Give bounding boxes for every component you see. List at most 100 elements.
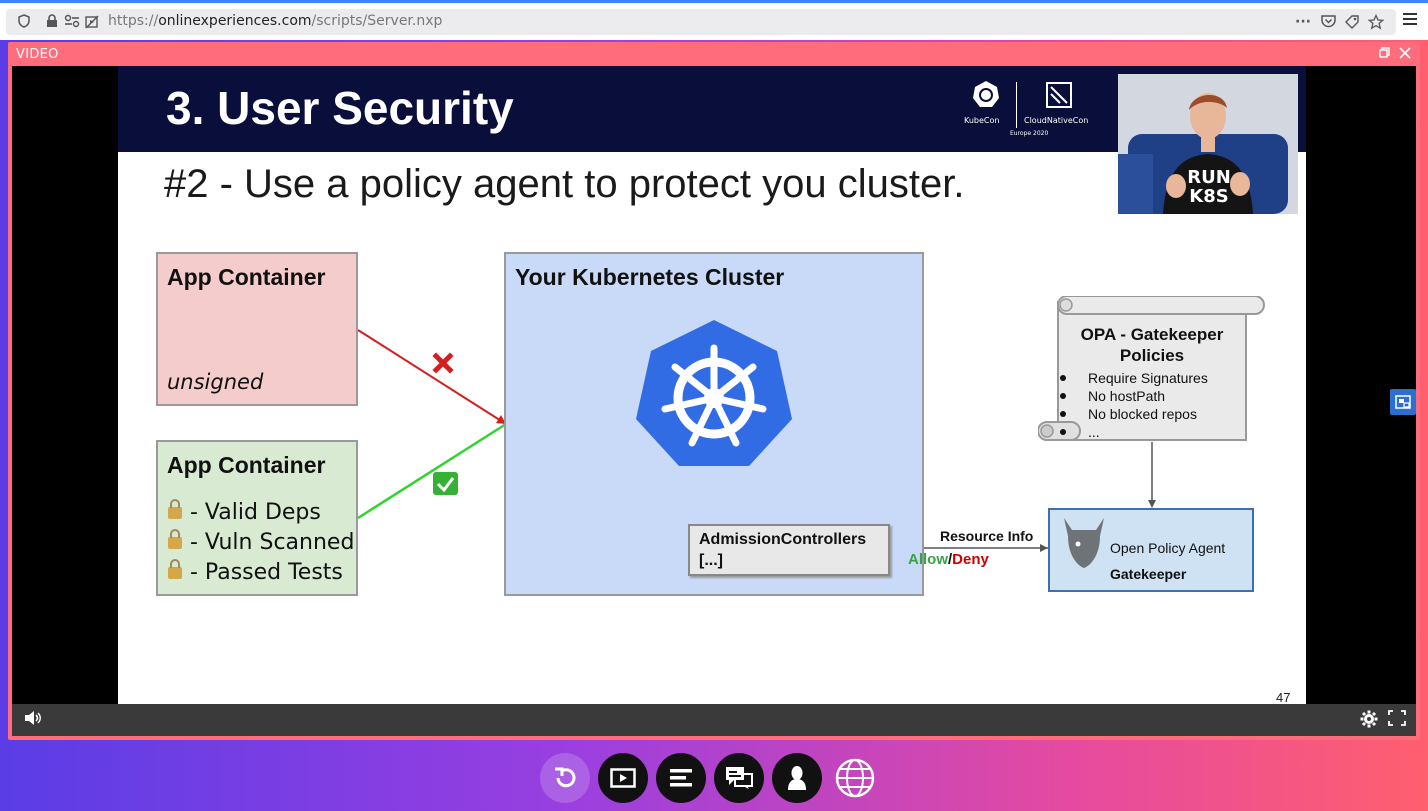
language-button[interactable]	[830, 753, 880, 803]
bullet-icon	[1060, 375, 1066, 381]
slide-page-number: 47	[1276, 690, 1291, 704]
pip-icon	[1395, 395, 1411, 409]
slide-header	[118, 66, 1306, 152]
shield-icon[interactable]	[16, 14, 32, 30]
policy-label: No hostPath	[1088, 388, 1166, 404]
volume-icon[interactable]	[24, 710, 42, 730]
x-mark-icon	[432, 352, 454, 374]
conference-logos: KubeCon CloudNativeCon Europe 2020	[958, 78, 1118, 142]
url-path: /scripts/Server.nxp	[311, 13, 443, 29]
shirt-line-2: K8S	[1189, 186, 1229, 207]
deny-arrowhead	[496, 415, 506, 424]
cluster-title: Your Kubernetes Cluster	[515, 264, 785, 290]
kubecon-logo-icon	[973, 81, 999, 107]
menu-hamburger-icon[interactable]	[1403, 13, 1417, 27]
unsigned-label: unsigned	[167, 370, 264, 394]
bullet-icon	[1060, 429, 1066, 435]
deny-text: Deny	[952, 551, 989, 568]
shirt-line-1: RUN	[1187, 167, 1231, 188]
agenda-button[interactable]	[656, 753, 706, 803]
autoplay-blocked-icon[interactable]	[84, 14, 100, 30]
url-scheme: https://	[108, 13, 159, 29]
media-icon	[610, 768, 636, 788]
padlock-icon	[168, 499, 182, 519]
policy-item: No blocked repos	[1060, 406, 1208, 424]
policy-label: No blocked repos	[1088, 406, 1197, 422]
opa-title-line-1: OPA - Gatekeeper	[1080, 325, 1224, 344]
bullet-icon	[1060, 411, 1066, 417]
dep-label: - Passed Tests	[190, 560, 343, 585]
admission-controllers-more: [...]	[699, 552, 723, 569]
screenshot-icon[interactable]	[1344, 14, 1360, 30]
logo-divider	[1016, 82, 1017, 128]
player-controls	[12, 704, 1416, 736]
checkmark-box-icon	[433, 472, 458, 495]
allow-deny-label: Allow/Deny	[908, 551, 989, 568]
dep-item: - Vuln Scanned	[168, 529, 355, 555]
slash-text: /	[948, 551, 953, 568]
shirt-text: RUN K8S	[1176, 168, 1242, 206]
allow-arrow	[357, 422, 507, 520]
url-text[interactable]: https://onlinexperiences.com/scripts/Ser…	[108, 13, 442, 29]
dep-item: - Passed Tests	[168, 559, 343, 585]
slide-subtitle: #2 - Use a policy agent to protect you c…	[164, 162, 965, 206]
admission-controllers-label: AdmissionControllers	[699, 531, 867, 548]
close-icon[interactable]	[1399, 47, 1411, 63]
unsigned-container-title: App Container	[167, 264, 326, 290]
opa-title-line-2: Policies	[1119, 346, 1185, 365]
signed-container-title: App Container	[167, 452, 326, 478]
policy-label: Require Signatures	[1088, 370, 1208, 386]
browser-toolbar: https://onlinexperiences.com/scripts/Ser…	[0, 0, 1428, 40]
media-button[interactable]	[598, 753, 648, 803]
policy-item: ...	[1060, 424, 1208, 442]
pocket-icon[interactable]	[1320, 14, 1336, 30]
chat-button[interactable]	[714, 753, 764, 803]
url-host: onlinexperiences.com	[158, 13, 312, 29]
page-actions-icon[interactable]: ···	[1295, 14, 1311, 30]
agenda-icon	[670, 769, 692, 787]
settings-gear-icon[interactable]	[1360, 710, 1378, 732]
speaker-webcam: RUN K8S	[1118, 74, 1298, 214]
picture-in-picture-button[interactable]	[1390, 389, 1416, 415]
language-globe-icon	[835, 758, 875, 798]
kubernetes-logo-icon	[636, 320, 792, 466]
opa-gatekeeper-label: Gatekeeper	[1110, 566, 1187, 582]
permissions-icon[interactable]	[64, 14, 80, 30]
bookmark-star-icon[interactable]	[1367, 13, 1385, 30]
slide-title: 3. User Security	[166, 82, 514, 134]
profile-button[interactable]	[772, 753, 822, 803]
dep-label: - Vuln Scanned	[190, 530, 355, 555]
opa-policies-scroll: OPA - Gatekeeper Policies Require Signat…	[1038, 296, 1266, 444]
address-bar[interactable]: https://onlinexperiences.com/scripts/Ser…	[6, 9, 1396, 35]
popout-icon[interactable]	[1379, 47, 1390, 62]
opa-agent-label: Open Policy Agent	[1110, 540, 1226, 556]
unsigned-app-container: App Container unsigned	[156, 252, 358, 406]
admission-controllers-box: AdmissionControllers [...]	[688, 524, 890, 576]
policy-item: Require Signatures	[1060, 370, 1208, 388]
deny-arrow	[357, 329, 507, 425]
dep-item: - Valid Deps	[168, 499, 321, 525]
checkmark-icon	[436, 477, 455, 493]
dep-label: - Valid Deps	[190, 500, 321, 525]
policy-list: Require Signatures No hostPath No blocke…	[1060, 370, 1208, 442]
scroll-shape-icon	[1038, 296, 1265, 441]
video-panel: VIDEO 3. User Security KubeCon CloudNati…	[8, 42, 1420, 740]
resource-arrow-right	[1040, 544, 1048, 552]
resource-info-label: Resource Info	[940, 528, 1034, 544]
fullscreen-icon[interactable]	[1388, 710, 1406, 730]
replay-button[interactable]	[540, 753, 590, 803]
panel-title: VIDEO	[16, 47, 59, 62]
europe-label: Europe 2020	[1010, 130, 1049, 137]
lock-icon[interactable]	[44, 14, 60, 30]
signed-app-container: App Container - Valid Deps - Vuln Scanne…	[156, 440, 358, 596]
video-player[interactable]: 3. User Security KubeCon CloudNativeCon …	[12, 66, 1416, 736]
cloudnativecon-label: CloudNativeCon	[1024, 116, 1089, 125]
kubecon-label: KubeCon	[964, 116, 1000, 125]
chat-icon	[726, 767, 753, 789]
bullet-icon	[1060, 393, 1066, 399]
opa-policies-title: OPA - Gatekeeper Policies	[1038, 324, 1266, 366]
policy-arrowhead	[1148, 500, 1156, 508]
diagram-connectors	[357, 329, 1156, 552]
policy-item: No hostPath	[1060, 388, 1208, 406]
opa-logo-icon	[1064, 518, 1104, 568]
